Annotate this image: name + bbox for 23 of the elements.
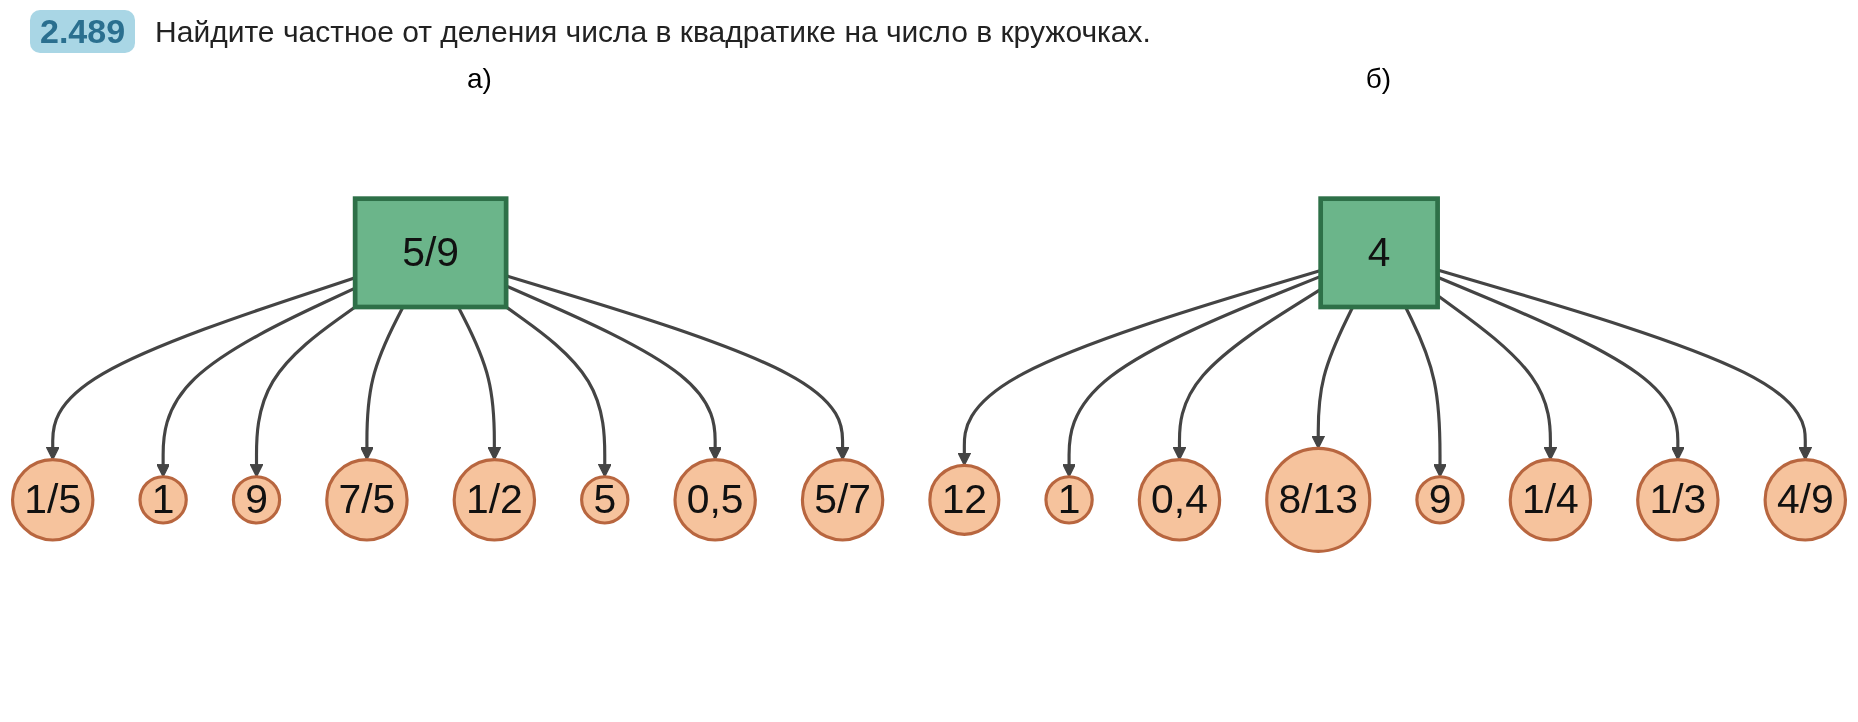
node-circle: 1 <box>138 475 188 525</box>
node-circle: 0,4 <box>1137 458 1222 542</box>
arrow <box>156 286 356 478</box>
node-circle: 1/5 <box>11 458 95 542</box>
part-label: б) <box>1365 63 1392 95</box>
node-box: 5/9 <box>352 196 509 310</box>
node-circle: 1/3 <box>1636 458 1720 542</box>
title: Найдите частное от деления числа в квадратике на число в кружочках. <box>155 14 1151 49</box>
node-circle: 8/13 <box>1265 446 1372 553</box>
node-circle: 12 <box>928 463 1001 536</box>
node-circle: 9 <box>1415 475 1465 525</box>
node-circle: 7/5 <box>325 458 409 542</box>
node-circle: 5/7 <box>800 458 885 542</box>
node-circle: 1/4 <box>1508 458 1593 542</box>
node-circle: 4/9 <box>1763 458 1847 542</box>
node-circle: 1 <box>1044 475 1094 525</box>
node-box: 4 <box>1318 196 1440 310</box>
part-label: а) <box>466 63 492 95</box>
node-circle: 5 <box>580 475 630 525</box>
node-circle: 9 <box>231 475 282 525</box>
exercise-number: 2.489 <box>30 10 136 53</box>
node-circle: 1/2 <box>452 458 537 542</box>
node-circle: 0,5 <box>673 458 757 542</box>
